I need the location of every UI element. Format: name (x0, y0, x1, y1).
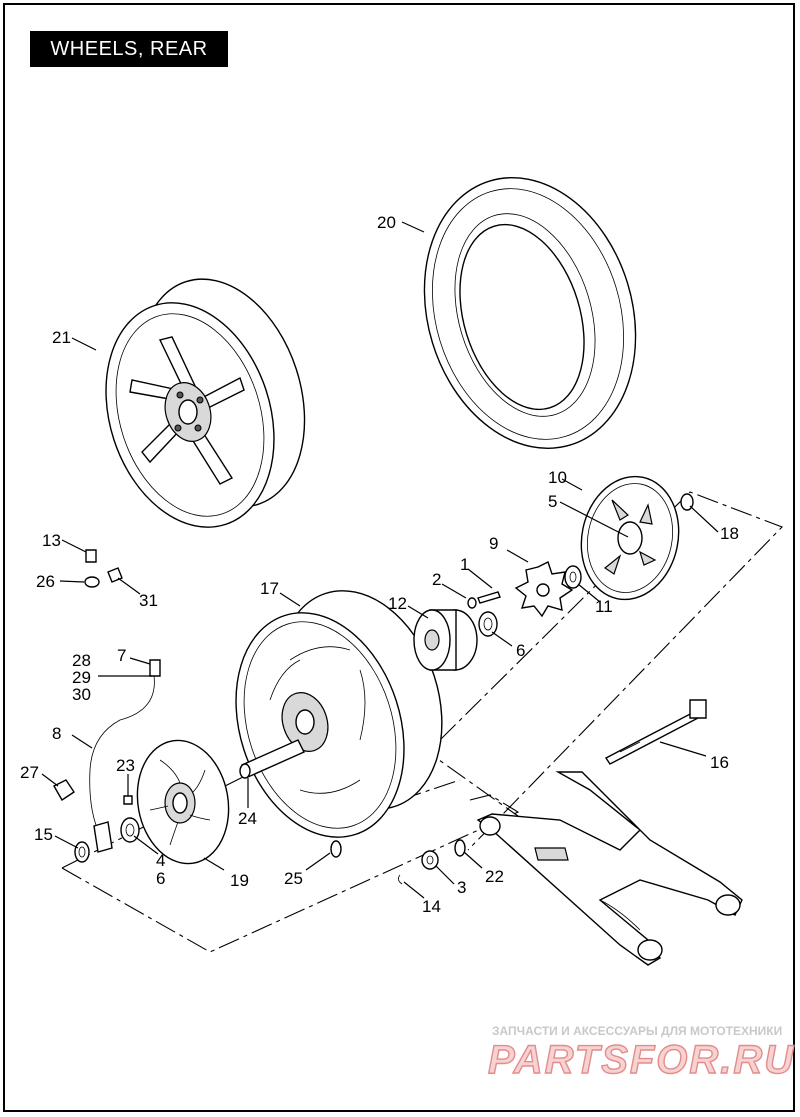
callout-6-rotor: 6 (156, 869, 165, 888)
callout-labels: 20 21 10 5 18 9 1 2 11 13 26 31 17 12 6 … (20, 213, 739, 916)
callout-9: 10 (548, 468, 567, 487)
callout-11: 11 (595, 597, 613, 616)
callout-8: 9 (489, 534, 498, 553)
callout-21: 22 (485, 867, 504, 886)
callout-28: 28 (72, 651, 91, 670)
retaining-ring (330, 840, 342, 858)
page-title: WHEELS, REAR (30, 31, 228, 67)
watermark-logo: PARTSFOR.RU (488, 1038, 795, 1082)
callout-10: 8 (52, 724, 61, 743)
watermark: ЗАПЧАСТИ И АКСЕССУАРЫ ДЛЯ МОТОТЕХНИКИ PA… (487, 1024, 795, 1083)
page-border (3, 3, 795, 1112)
brake-rotor (136, 739, 230, 865)
callout-29: 29 (72, 668, 91, 687)
wheel-speed-sensor (89, 659, 161, 853)
sprocket-bearing (564, 565, 582, 589)
callout-1: 1 (460, 555, 469, 574)
swingarm (476, 771, 743, 966)
sprocket-bolt (467, 591, 501, 609)
tire (423, 177, 637, 449)
callout-24: 24 (238, 809, 257, 828)
callout-31: 31 (139, 591, 158, 610)
callout-26: 26 (36, 572, 55, 591)
callout-6-hub: 6 (516, 641, 525, 660)
compensator-isolator (514, 561, 574, 618)
leader-lines (41, 221, 719, 899)
wheel-bearing (478, 611, 498, 637)
callout-15: 15 (34, 825, 53, 844)
callout-18: 18 (720, 524, 739, 543)
callout-4: 4 (156, 851, 165, 870)
callout-19: 19 (230, 871, 249, 890)
callout-13: 13 (42, 531, 61, 550)
watermark-tagline: ЗАПЧАСТИ И АКСЕССУАРЫ ДЛЯ МОТОТЕХНИКИ (492, 1024, 782, 1038)
cast-wheel (105, 278, 306, 528)
callout-12: 12 (388, 594, 407, 613)
callout-17: 16 (710, 753, 729, 772)
callout-30: 30 (72, 685, 91, 704)
sprocket-hub (413, 609, 478, 671)
callout-3: 3 (457, 878, 466, 897)
callout-20: 20 (377, 213, 396, 232)
callout-23: 23 (116, 756, 135, 775)
callout-5: 5 (548, 492, 557, 511)
rear-wheel (235, 590, 443, 838)
callout-14: 14 (422, 897, 441, 916)
callout-25: 25 (284, 869, 303, 888)
axle-spacer (239, 739, 305, 779)
callout-27: 27 (20, 763, 39, 782)
axle-nut (398, 839, 466, 885)
callout-22: 21 (52, 328, 71, 347)
callout-7: 7 (117, 646, 126, 665)
belt-sprocket (580, 475, 680, 601)
callout-2: 2 (432, 570, 441, 589)
callout-16: 17 (260, 579, 279, 598)
rear-axle (604, 699, 707, 765)
small-fasteners (53, 549, 133, 805)
